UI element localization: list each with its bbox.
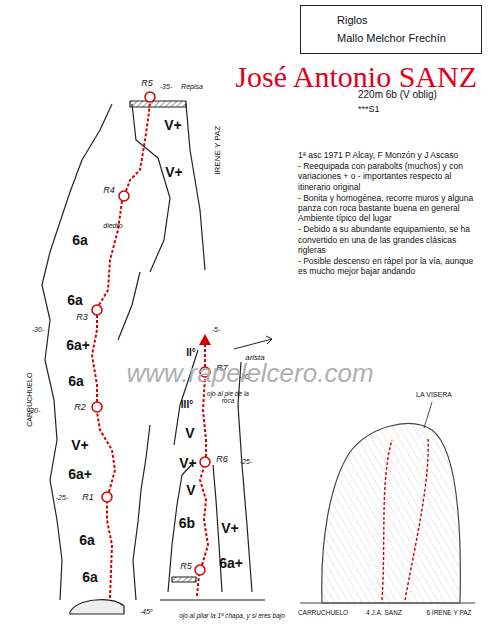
belay-label: R6 (216, 455, 228, 464)
route-length: 220m 6b (V oblig) (358, 90, 437, 101)
grade: V+ (179, 456, 197, 471)
belay-label: R5 (180, 562, 192, 571)
angle-label: -45º (140, 608, 153, 615)
pitch-length: -30- (32, 326, 44, 333)
arrow (234, 336, 272, 349)
grade: 6a (82, 570, 98, 585)
route-marker: 6 IRENE Y PAZ (426, 610, 471, 617)
grade: 6b (179, 516, 195, 531)
note: - Reequipada con parabolts (muchos) y co… (298, 161, 482, 192)
note: - Bonita y homogénea, recorre muros y al… (298, 193, 482, 224)
summit-mark (199, 334, 211, 345)
header-text: Riglos (301, 12, 475, 30)
grade: 6a (67, 293, 83, 308)
grade: 6a+ (219, 556, 243, 571)
grade: 6a (68, 374, 84, 389)
warning-note: ojo al pie de la roca (205, 391, 251, 405)
grade: 6a+ (68, 467, 92, 482)
grade: III° (181, 400, 193, 411)
grade: II° (186, 348, 196, 359)
place-label: CARRUCHUELO (26, 373, 33, 427)
belay-station (92, 92, 210, 575)
belay-label: R1 (82, 493, 94, 502)
ledge-label: Repisa (181, 83, 203, 90)
note: 1ª asc 1971 P Alcay, F Monzón y J Ascaso (298, 150, 482, 160)
note: - Debido a su abundante equipamiento, se… (298, 224, 482, 255)
belay-label: R4 (103, 186, 115, 195)
belay-label: R2 (74, 403, 86, 412)
route-title: José Antonio SANZ (232, 60, 480, 93)
grade: 6a (72, 233, 88, 248)
grade: V+ (221, 521, 239, 536)
note: - Posible descenso en rápel por la vía, … (298, 256, 482, 276)
pitch-length: -5- (212, 326, 221, 333)
grade: V (185, 426, 194, 441)
notes-column: 1ª asc 1971 P Alcay, F Monzón y J Ascaso… (298, 150, 482, 277)
feature-label: diedro (103, 222, 122, 229)
pitch-length: -35- (160, 83, 172, 90)
belay-label: R3 (76, 313, 88, 322)
grade: V+ (165, 165, 183, 180)
grade: 6a+ (66, 338, 90, 353)
warning-note: ojo al pilar la 1ª chapa, y si eres bajo (177, 613, 287, 620)
header-box: RiglosMallo Melchor Frechín (300, 5, 482, 54)
watermark: www.rapelelcero.com (126, 360, 373, 387)
grade: V+ (164, 118, 182, 133)
route-rating: ***S1 (358, 105, 380, 114)
grade: V+ (71, 438, 89, 453)
pitch-length: -25- (56, 494, 68, 501)
pitch-length: -25- (240, 458, 252, 465)
grade: V (186, 483, 195, 498)
place-label: LA VISERA (416, 391, 452, 398)
belay-label: R5 (141, 79, 153, 88)
grade: 6a (79, 533, 95, 548)
place-label: CARRUCHUELO (298, 610, 348, 617)
route-marker: 4 J.A. SANZ (366, 610, 402, 617)
header-text: Mallo Melchor Frechín (301, 30, 475, 48)
route-name: IRENE Y PAZ (214, 126, 222, 175)
